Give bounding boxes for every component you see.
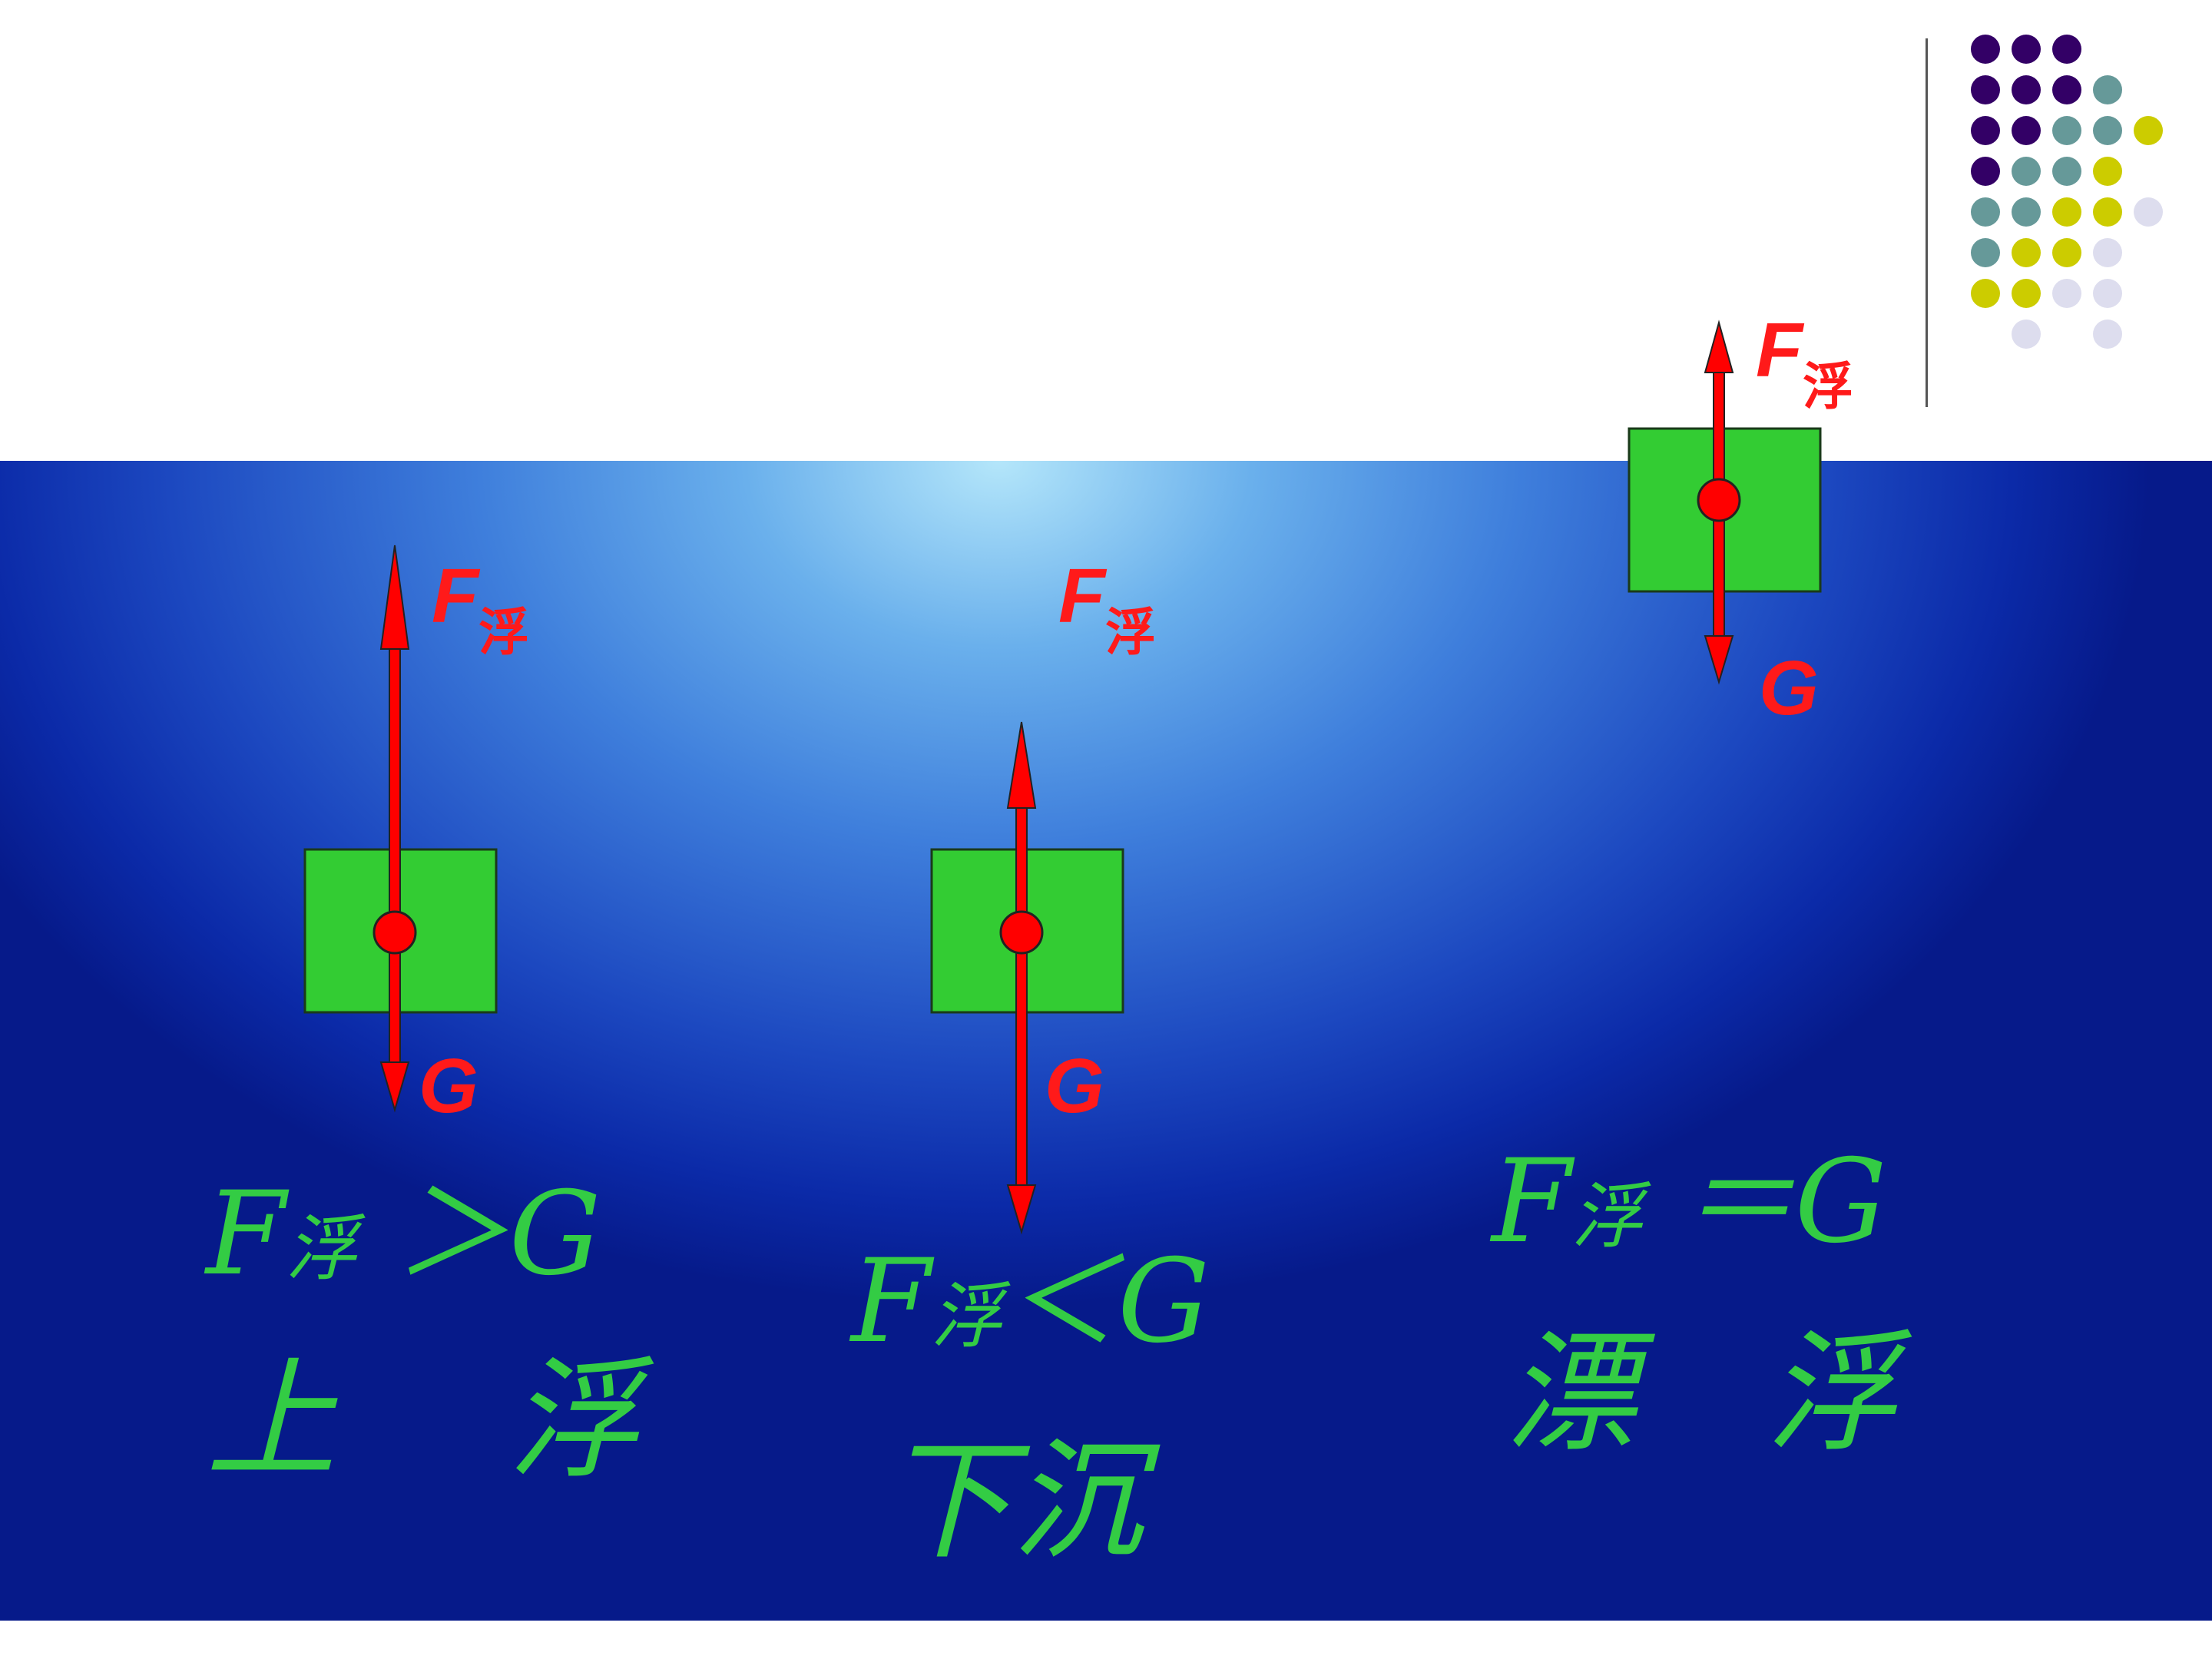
corner-dot-pattern bbox=[1971, 35, 2186, 357]
decorative-dot bbox=[2012, 197, 2041, 227]
relation-operator: ＞ bbox=[357, 1167, 509, 1301]
relation-sinking: F浮＜G bbox=[851, 1244, 1210, 1359]
decorative-dot bbox=[1971, 197, 2000, 227]
center-point-rising bbox=[373, 910, 417, 955]
decorative-dot bbox=[2012, 116, 2041, 145]
decorative-dot bbox=[1971, 35, 2000, 64]
center-point-floating bbox=[1697, 478, 1741, 522]
relation-subscript: 浮 bbox=[1571, 1175, 1644, 1258]
relation-subscript: 浮 bbox=[931, 1275, 1003, 1358]
decorative-dot bbox=[2012, 279, 2041, 308]
relation-lhs: F bbox=[206, 1167, 286, 1301]
gravity-arrow-head-sinking bbox=[1006, 1184, 1037, 1235]
decorative-dot bbox=[2134, 197, 2163, 227]
gravity-label-rising: G bbox=[419, 1043, 478, 1129]
decorative-dot bbox=[2012, 35, 2041, 64]
state-rising: 上 浮 bbox=[206, 1345, 640, 1497]
buoyancy-arrow-shaft-rising bbox=[389, 643, 401, 932]
case-rising: F浮 G bbox=[303, 545, 529, 1129]
decorative-dot bbox=[2093, 75, 2122, 104]
relation-lhs: F bbox=[1492, 1135, 1572, 1269]
decorative-dot bbox=[2012, 157, 2041, 186]
buoyancy-label-rising: F浮 bbox=[432, 553, 529, 662]
decorative-dot bbox=[2052, 197, 2081, 227]
state-sinking: 下沉 bbox=[882, 1426, 1144, 1578]
relation-floating: F浮 ＝G bbox=[1492, 1144, 1887, 1260]
decorative-dot bbox=[2134, 116, 2163, 145]
state-floating: 漂 浮 bbox=[1505, 1318, 1898, 1470]
gravity-arrow-head-floating bbox=[1704, 635, 1734, 685]
relation-operator: ＝ bbox=[1643, 1135, 1795, 1269]
buoyancy-label-sinking: F浮 bbox=[1058, 553, 1156, 662]
center-point-sinking bbox=[999, 910, 1044, 955]
decorative-dot bbox=[2093, 197, 2122, 227]
decorative-dot bbox=[1971, 75, 2000, 104]
decorative-dot bbox=[2052, 279, 2081, 308]
decorative-dot bbox=[2052, 157, 2081, 186]
decorative-dot bbox=[2012, 75, 2041, 104]
decorative-dot bbox=[2093, 238, 2122, 267]
relation-operator: ＜ bbox=[1002, 1235, 1118, 1369]
buoyancy-label-floating: F浮 bbox=[1756, 307, 1853, 416]
gravity-label-sinking: G bbox=[1045, 1043, 1104, 1129]
buoyancy-arrow-head-floating bbox=[1704, 320, 1734, 373]
gravity-arrow-shaft-sinking bbox=[1015, 932, 1028, 1190]
buoyancy-arrow-head-rising bbox=[379, 545, 410, 650]
corner-divider-line bbox=[1926, 38, 1928, 407]
bottom-margin bbox=[0, 1621, 2212, 1659]
decorative-dot bbox=[2052, 75, 2081, 104]
decorative-dot bbox=[1971, 157, 2000, 186]
relation-rhs: G bbox=[508, 1167, 601, 1301]
water-background bbox=[0, 461, 2212, 1621]
gravity-arrow-head-rising bbox=[379, 1061, 410, 1113]
case-sinking: F浮 G bbox=[930, 553, 1156, 1235]
decorative-dot bbox=[2052, 116, 2081, 145]
decorative-dot bbox=[2093, 157, 2122, 186]
buoyancy-arrow-head-sinking bbox=[1006, 721, 1037, 809]
decorative-dot bbox=[1971, 238, 2000, 267]
relation-lhs: F bbox=[851, 1235, 932, 1369]
decorative-dot bbox=[2012, 320, 2041, 349]
decorative-dot bbox=[2052, 35, 2081, 64]
gravity-label-floating: G bbox=[1759, 645, 1819, 731]
decorative-dot bbox=[2093, 320, 2122, 349]
decorative-dot bbox=[1971, 116, 2000, 145]
decorative-dot bbox=[2012, 238, 2041, 267]
decorative-dot bbox=[2052, 238, 2081, 267]
relation-subscript: 浮 bbox=[286, 1207, 358, 1290]
decorative-dot bbox=[2093, 279, 2122, 308]
decorative-dot bbox=[1971, 279, 2000, 308]
relation-rhs: G bbox=[1794, 1135, 1887, 1269]
decorative-dot bbox=[2093, 116, 2122, 145]
relation-rhs: G bbox=[1118, 1235, 1210, 1369]
relation-rising: F浮 ＞G bbox=[206, 1177, 601, 1292]
case-floating: F浮 G bbox=[1628, 307, 1853, 731]
